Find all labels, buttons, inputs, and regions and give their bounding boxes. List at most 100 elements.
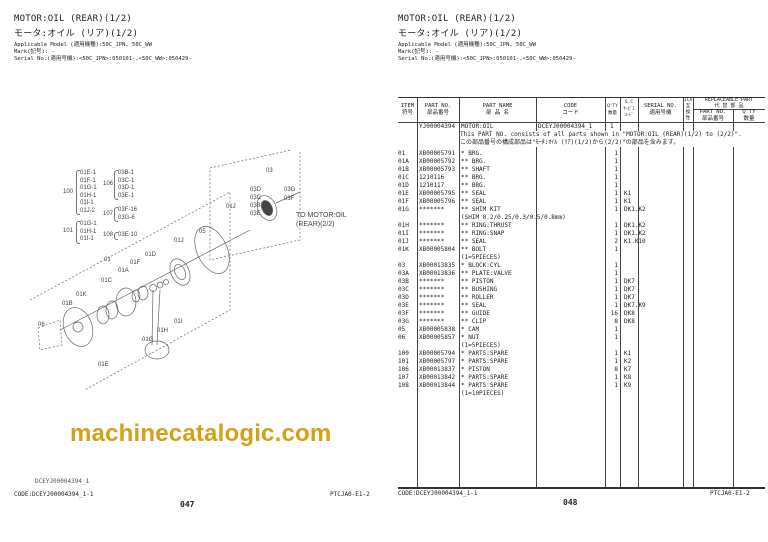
cell-sc: K1.K10 bbox=[624, 238, 646, 245]
cell-name: * PARTS:SPARE bbox=[461, 350, 508, 357]
cell-name: ** SHIM KIT bbox=[461, 206, 501, 213]
watermark: machinecatalogic.com bbox=[70, 420, 332, 447]
part-label: 03 bbox=[266, 168, 273, 174]
cell-part-no: XB00013835 bbox=[419, 262, 456, 269]
cell-name: (1=5PIECES) bbox=[461, 254, 501, 261]
cell-part-no: XB00005792 bbox=[419, 158, 456, 165]
cell-qty: 1 bbox=[614, 270, 618, 277]
cell-item: 01C bbox=[398, 174, 409, 181]
cell-sc: DK8 bbox=[624, 310, 635, 317]
table-row: 03A XB00013836 ** PLATE:VALVE 1 bbox=[398, 270, 765, 278]
cell-part-no: XB00005838 bbox=[419, 326, 456, 333]
cell-name: ** GUIDE bbox=[461, 310, 490, 317]
cell-item: 03A bbox=[398, 270, 409, 277]
page-number: 047 bbox=[180, 500, 195, 509]
callout-group-id: 101 bbox=[63, 228, 74, 235]
cell-item: 03E bbox=[398, 302, 409, 309]
callout-item: 01J-2 bbox=[80, 207, 96, 214]
cell-part-no: XB00013837 bbox=[419, 366, 456, 373]
part-label: 03F bbox=[284, 196, 295, 202]
cell-part-no: XB00005857 bbox=[419, 334, 456, 341]
cell-name: ** BUSHING bbox=[461, 286, 498, 293]
note-en: This PART NO. consists of all parts show… bbox=[460, 131, 756, 139]
cell-qty: 8 bbox=[614, 366, 618, 373]
callout-item: 03B-1 bbox=[118, 170, 135, 176]
footer-code: CODE:DCEYJ00004394_1-1 bbox=[14, 491, 94, 498]
cell-part-no: ******* bbox=[419, 238, 445, 245]
page-number: 048 bbox=[563, 498, 578, 507]
cell-item: 01E bbox=[398, 190, 409, 197]
cell-name: * PARTS:SPARE bbox=[461, 358, 508, 365]
part-label: 01E bbox=[98, 362, 109, 368]
callout-item: 03D-1 bbox=[118, 185, 135, 191]
callout-bracket bbox=[76, 221, 80, 244]
part-label: 01J bbox=[174, 238, 184, 244]
cell-item: 03 bbox=[398, 262, 406, 269]
cell-qty: 1 bbox=[614, 222, 618, 229]
cell-sc: K2 bbox=[624, 358, 632, 365]
header-serial-no: SERIAL NO.適用号機 bbox=[643, 103, 678, 116]
cell-name: ** BOLT bbox=[461, 246, 487, 253]
cell-qty: 1 bbox=[614, 334, 618, 341]
exploded-diagram bbox=[29, 150, 301, 390]
cell-item: 03G bbox=[398, 318, 409, 325]
cell-item: 03F bbox=[398, 310, 409, 317]
cell-item: 03D bbox=[398, 294, 409, 301]
part-label: 03B bbox=[250, 203, 261, 209]
cell-name: ** SEAL bbox=[461, 238, 487, 245]
cell-name: ** SEAL bbox=[461, 302, 487, 309]
cell-qty: 1 bbox=[614, 198, 618, 205]
to-motor-label: TO MOTOR:OIL bbox=[296, 212, 347, 219]
part-label: 03D bbox=[250, 187, 262, 193]
cell-item: 03B bbox=[398, 278, 409, 285]
cell-name: ** BRG. bbox=[461, 174, 487, 181]
callout-item: 01I-1 bbox=[80, 200, 94, 206]
cell-qty: 1 bbox=[614, 246, 618, 253]
callout-group-id: 100 bbox=[63, 188, 74, 195]
cell-name: (1=10PIECES) bbox=[461, 390, 505, 397]
page-title-jp: モータ:オイル (リア)(1/2) bbox=[14, 29, 139, 39]
cell-name: * PISTON bbox=[461, 366, 490, 373]
cell-qty: 1 bbox=[614, 326, 618, 333]
footer-code: CODE:DCEYJ00004394_1-1 bbox=[398, 490, 478, 497]
cell-qty: 1 bbox=[614, 302, 618, 309]
cell-qty: 1 bbox=[614, 174, 618, 181]
part-label: 01C bbox=[101, 278, 113, 284]
callout-bracket bbox=[76, 170, 80, 215]
cell-sc: DK1.K2 bbox=[624, 230, 646, 237]
cell-name: ** CLIP bbox=[461, 318, 487, 325]
cell-sc: DK8 bbox=[624, 318, 635, 325]
cell-item: 06 bbox=[398, 334, 406, 341]
cell-item: 106 bbox=[398, 366, 409, 373]
cell-part-no: XB00013842 bbox=[419, 374, 456, 381]
part-label: 03E bbox=[250, 211, 261, 217]
cell-part-no: XB00013836 bbox=[419, 270, 456, 277]
cell-qty: 16 bbox=[610, 310, 618, 317]
cell-part-no: XB00005794 bbox=[419, 350, 456, 357]
cell-name: ** RING:THRUST bbox=[461, 222, 512, 229]
qty: 1 bbox=[610, 123, 614, 130]
footer-ref: PTCJA0-E1-2 bbox=[330, 491, 370, 498]
cell-name: ** BRG. bbox=[461, 182, 487, 189]
cell-name: ** PLATE:VALVE bbox=[461, 270, 512, 277]
cell-sc: DK1.K2 bbox=[624, 206, 646, 213]
note-jp: この部品番号の構成部品は"ﾓｰﾀ:ｵｲﾙ (ﾘｱ)(1/2)から(2/2)"の部… bbox=[460, 139, 756, 147]
cell-item: 05 bbox=[398, 326, 406, 333]
applicable-model: Applicable Model (適用機種):50C_JPN, 50C_WW bbox=[14, 42, 152, 48]
cell-name: ** PISTON bbox=[461, 278, 494, 285]
part-label: 01B bbox=[62, 301, 73, 307]
